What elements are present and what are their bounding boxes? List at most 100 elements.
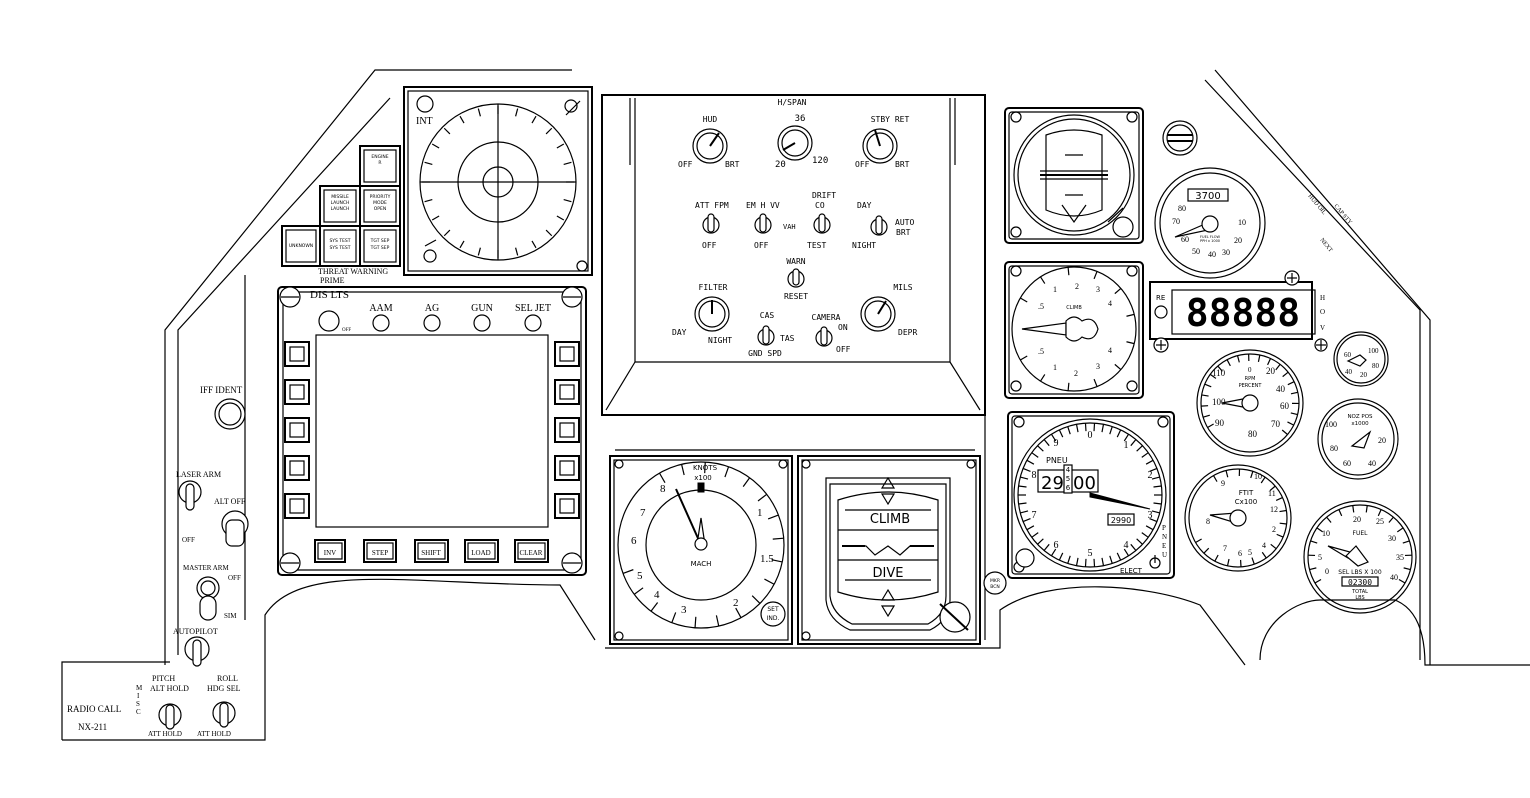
- noz-number: 100: [1325, 420, 1337, 429]
- ftit-label: FTIT: [1239, 489, 1254, 497]
- alt-pneu-switch[interactable]: [1149, 555, 1161, 569]
- alt-numbers: 0 1 2 3 4 5 6 7 8 9: [1032, 430, 1153, 559]
- rwr-tick: [556, 215, 565, 221]
- asi-set-ind-knob[interactable]: SET IND.: [760, 601, 786, 627]
- master-off-label: OFF: [228, 574, 241, 582]
- rpm-number: 0: [1248, 366, 1252, 374]
- rwr-tick: [563, 161, 572, 165]
- mfd-osb-left-2[interactable]: [284, 379, 310, 405]
- asi-number: 1: [757, 507, 763, 519]
- mfd-power-knob[interactable]: [318, 310, 340, 332]
- mfd-osb-left-3[interactable]: [284, 417, 310, 443]
- hspan-label: H/SPAN: [778, 98, 807, 107]
- fuel-number: 5: [1318, 553, 1322, 562]
- warning-light-tgt-sep[interactable]: TGT SEP TGT SEP: [359, 225, 401, 267]
- filter-knob[interactable]: [694, 296, 730, 332]
- svg-text:SET: SET: [767, 606, 779, 613]
- alt-tick: [1058, 552, 1064, 561]
- mfd-top-button-ag[interactable]: [423, 314, 441, 332]
- cas-tas-switch[interactable]: [757, 325, 775, 346]
- hspan-knob[interactable]: [777, 125, 813, 161]
- asi-tick: [724, 466, 730, 478]
- warn-switch[interactable]: [787, 268, 805, 288]
- mfd-top-button-aam[interactable]: [372, 314, 390, 332]
- mfd-button-clear[interactable]: CLEAR: [514, 539, 549, 563]
- noz-needle: [1350, 430, 1372, 449]
- sai-cage-knob[interactable]: [1107, 207, 1134, 238]
- hud-off-label: OFF: [678, 160, 693, 169]
- mfd-button-shift[interactable]: SHIFT: [414, 539, 449, 563]
- marker-beacon[interactable]: MKR BCN: [983, 571, 1007, 595]
- hud-label: HUD: [703, 115, 718, 124]
- altimeter: 0 1 2 3 4 5 6 7 8 9 PNEU 29 4 5 6 00 299…: [1007, 411, 1175, 579]
- mfd-osb-right-3[interactable]: [554, 417, 580, 443]
- digital-display: RE 88888 H O V: [1149, 270, 1328, 353]
- fuel-numbers: 20 25 10 30 5 35 0 40: [1318, 515, 1404, 582]
- day-night-switch[interactable]: [870, 215, 888, 236]
- mfd-top-button-gun[interactable]: [473, 314, 491, 332]
- adi-bottom-index: [880, 605, 896, 618]
- hud-oil-knob[interactable]: [1162, 120, 1198, 156]
- alt-tick: [1075, 557, 1079, 566]
- asi-tick: [772, 537, 784, 540]
- rwr-screw-br: [576, 260, 588, 272]
- mfd-osb-right-2[interactable]: [554, 379, 580, 405]
- roll-switch[interactable]: [212, 701, 236, 728]
- drift-switch[interactable]: [813, 213, 831, 234]
- fuel-tick: [1388, 516, 1394, 523]
- rwr-tick: [556, 143, 565, 149]
- alt-tick: [1022, 467, 1031, 472]
- alt-tick: [1151, 510, 1160, 514]
- mfd-osb-right-1[interactable]: [554, 341, 580, 367]
- alt-readout-box: [1107, 513, 1135, 526]
- hud-brightness-knob[interactable]: [692, 128, 728, 164]
- ftit-label-units: Cx100: [1235, 498, 1257, 506]
- mfd-osb-left-1[interactable]: [284, 341, 310, 367]
- att-fpm-switch[interactable]: [702, 213, 720, 234]
- vvi-number: 1: [1053, 363, 1057, 372]
- em-h-vv-switch[interactable]: [754, 213, 772, 234]
- warning-light-sys-test[interactable]: SYS TEST SYS TEST: [319, 225, 361, 267]
- camera-switch[interactable]: [815, 326, 833, 347]
- digital-readout: 88888: [1186, 291, 1300, 335]
- mfd-osb-left-5[interactable]: [284, 493, 310, 519]
- pitch-switch[interactable]: [158, 703, 182, 730]
- rwr-ticks: [422, 106, 574, 258]
- svg-text:N: N: [1162, 533, 1167, 541]
- mfd-button-step[interactable]: STEP: [363, 539, 397, 563]
- noz-number: 20: [1378, 436, 1386, 445]
- mfd-screw-bl: [279, 552, 301, 574]
- alt-tick: [1067, 555, 1071, 564]
- alt-tick: [1141, 452, 1149, 458]
- alt-set-knob[interactable]: [1015, 548, 1035, 568]
- stby-off-label: OFF: [855, 160, 870, 169]
- svg-text:P: P: [1162, 524, 1166, 532]
- ftit-tick: [1251, 557, 1255, 565]
- warning-light-engine[interactable]: ENGINE R: [359, 145, 401, 187]
- fuel-gauge: FUEL 20 25 10 30 5 35 0 40 SEL LBS X 100…: [1303, 500, 1417, 614]
- fuel-number: 25: [1376, 517, 1384, 526]
- warning-light-missile-launch[interactable]: MISSILE LAUNCH LAUNCH: [319, 185, 361, 227]
- master-arm-switch[interactable]: [196, 576, 220, 621]
- mfd-screen: [315, 334, 549, 528]
- mfd-top-button-sel-jet[interactable]: [524, 314, 542, 332]
- autopilot-switch[interactable]: [184, 636, 210, 667]
- mfd-osb-left-4[interactable]: [284, 455, 310, 481]
- digital-left-button[interactable]: [1154, 305, 1168, 319]
- warning-light-unknown[interactable]: UNKNOWN: [281, 225, 321, 267]
- mfd-osb-right-5[interactable]: [554, 493, 580, 519]
- rpm-number: 60: [1280, 401, 1290, 411]
- ftit-number: 2: [1272, 525, 1276, 534]
- warning-light-priority-mode[interactable]: PRIORITY MODE OPEN: [359, 185, 401, 227]
- mfd-button-load[interactable]: LOAD: [464, 539, 499, 563]
- ftit-tick: [1270, 543, 1277, 550]
- alt-off-switch[interactable]: [221, 510, 249, 547]
- mfd-button-inv[interactable]: INV: [314, 539, 346, 563]
- mils-knob[interactable]: [860, 296, 896, 332]
- stby-ret-knob[interactable]: [862, 128, 898, 164]
- alt-tick: [1101, 557, 1105, 566]
- laser-arm-switch[interactable]: [178, 480, 202, 511]
- adi-top-index: [880, 476, 896, 489]
- adi-trim-knob[interactable]: [939, 601, 971, 633]
- mfd-osb-right-4[interactable]: [554, 455, 580, 481]
